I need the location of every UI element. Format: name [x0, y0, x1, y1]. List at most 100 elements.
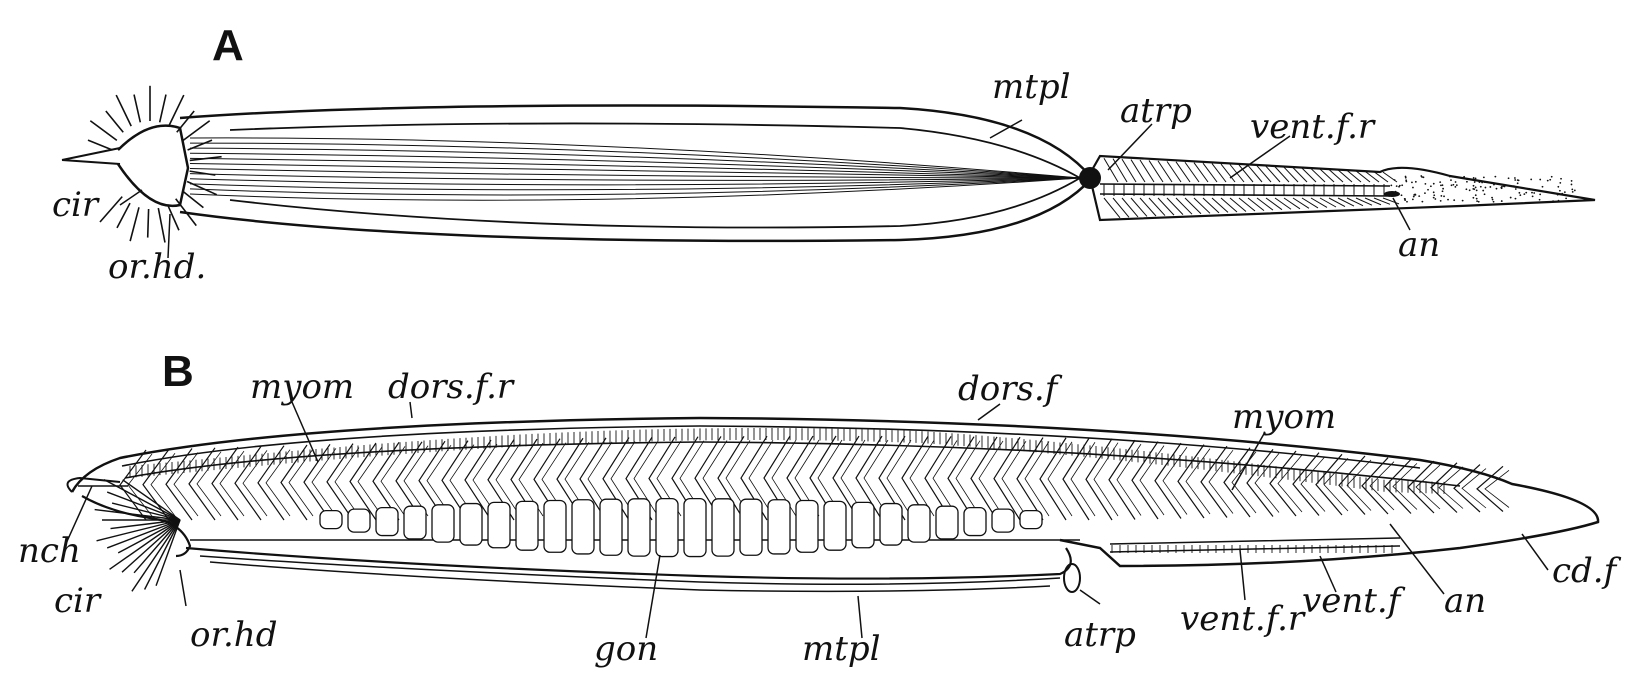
label-b-myom-2: myom: [1232, 397, 1336, 437]
stipple-dot: [1516, 182, 1519, 185]
fin-ray: [1256, 197, 1274, 211]
stipple-dot: [1432, 191, 1435, 194]
cirrus: [110, 519, 181, 530]
myomere: [932, 440, 958, 517]
myomere: [1085, 438, 1113, 521]
myomere: [1292, 452, 1320, 516]
myomere: [1453, 464, 1481, 513]
cirrus: [111, 502, 181, 521]
stipple-dot: [1513, 185, 1515, 188]
striation: [189, 137, 1081, 179]
myomere: [1315, 453, 1343, 516]
stipple-dot: [1411, 198, 1414, 201]
myomere: [1415, 464, 1441, 510]
gonad: [823, 500, 847, 551]
panel-a-leaders: [119, 119, 1411, 259]
fin-ray: [1139, 159, 1155, 183]
fin-ray: [1130, 197, 1148, 217]
myomere: [403, 445, 429, 517]
myomere: [303, 443, 331, 521]
panel-a-fin-ray-row: [1099, 183, 1391, 197]
panel-b-metapleure-line-1: [199, 555, 1061, 585]
fin-ray: [1319, 197, 1337, 208]
cirrus: [103, 479, 181, 521]
stipple-dot: [1483, 181, 1486, 184]
cirrus: [121, 519, 181, 573]
panel-b-atriopore: [1063, 563, 1081, 593]
myomere: [1300, 456, 1326, 512]
gonad: [851, 501, 875, 549]
fin-ray: [1364, 197, 1382, 206]
fin-ray: [1184, 161, 1200, 183]
myomere: [257, 445, 285, 521]
myomere: [196, 451, 222, 517]
stipple-dot: [1571, 190, 1574, 193]
stipple-dot: [1475, 197, 1478, 200]
panel-a-letter: A: [212, 21, 244, 70]
stipple-dot: [1468, 189, 1471, 192]
label-b-cd-f: cd.f: [1552, 551, 1622, 591]
stipple-dot: [1500, 200, 1503, 202]
myomere: [280, 444, 308, 521]
stipple-dot: [1518, 191, 1521, 194]
cirrus: [157, 207, 166, 243]
stipple-dot: [1472, 196, 1475, 199]
fin-ray: [1283, 166, 1299, 183]
myomere: [970, 436, 998, 521]
gonad: [319, 509, 343, 530]
stipple-dot: [1390, 184, 1393, 187]
stipple-dot: [1539, 193, 1542, 196]
stipple-dot: [1489, 186, 1492, 188]
cirrus: [182, 120, 211, 142]
stipple-dot: [1560, 177, 1562, 180]
stipple-dot: [1482, 176, 1485, 179]
fin-ray: [1175, 161, 1191, 183]
stipple-dot: [1450, 179, 1452, 182]
fin-ray: [1319, 168, 1335, 183]
gonad: [1019, 509, 1043, 530]
label-b-or-hd: or.hd: [190, 615, 277, 655]
stipple-dot: [1538, 198, 1541, 201]
stipple-dot: [1563, 191, 1566, 194]
stipple-dot: [1473, 181, 1476, 183]
label-b-mtpl: mtpl: [802, 629, 881, 669]
stipple-dot: [1452, 183, 1455, 186]
panel-a-oral-hood: [116, 124, 190, 208]
gonad: [571, 499, 595, 555]
myomere: [188, 447, 216, 521]
stipple-dot: [1546, 179, 1549, 182]
stipple-dot: [1570, 183, 1573, 186]
stipple-dot: [1448, 175, 1451, 178]
fin-ray: [1373, 197, 1391, 205]
stipple-dot: [1541, 185, 1544, 188]
stipple-dot: [1433, 194, 1436, 197]
stipple-dot: [1439, 181, 1442, 184]
gonad: [963, 506, 987, 537]
stipple-dot: [1439, 199, 1442, 202]
stipple-dot: [1420, 175, 1423, 177]
myomere: [495, 443, 521, 517]
myomere: [1070, 442, 1096, 517]
stipple-dot: [1509, 196, 1512, 199]
panel-b-snout: [66, 476, 121, 493]
stipple-dot: [1565, 197, 1568, 200]
stipple-dot: [1491, 196, 1493, 199]
cirrus: [105, 110, 124, 133]
label-a-vent-fr: vent.f.r: [1250, 107, 1376, 147]
panel-b-leaders: [63, 401, 1549, 639]
fin-ray: [1247, 165, 1263, 183]
myomere: [288, 448, 314, 517]
stipple-dot: [1412, 195, 1415, 198]
stipple-dot: [1507, 177, 1510, 180]
myomere: [1323, 458, 1349, 512]
fin-ray: [1112, 197, 1130, 218]
stipple-dot: [1478, 181, 1481, 184]
stipple-dot: [1432, 182, 1435, 185]
label-a-mtpl: mtpl: [992, 67, 1071, 107]
myomere: [357, 446, 383, 517]
stipple-dot: [1447, 198, 1449, 201]
stipple-dot: [1403, 198, 1406, 200]
label-b-dors-f: dors.f: [958, 369, 1063, 409]
stipple-dot: [1443, 195, 1445, 198]
myomere: [464, 439, 492, 521]
